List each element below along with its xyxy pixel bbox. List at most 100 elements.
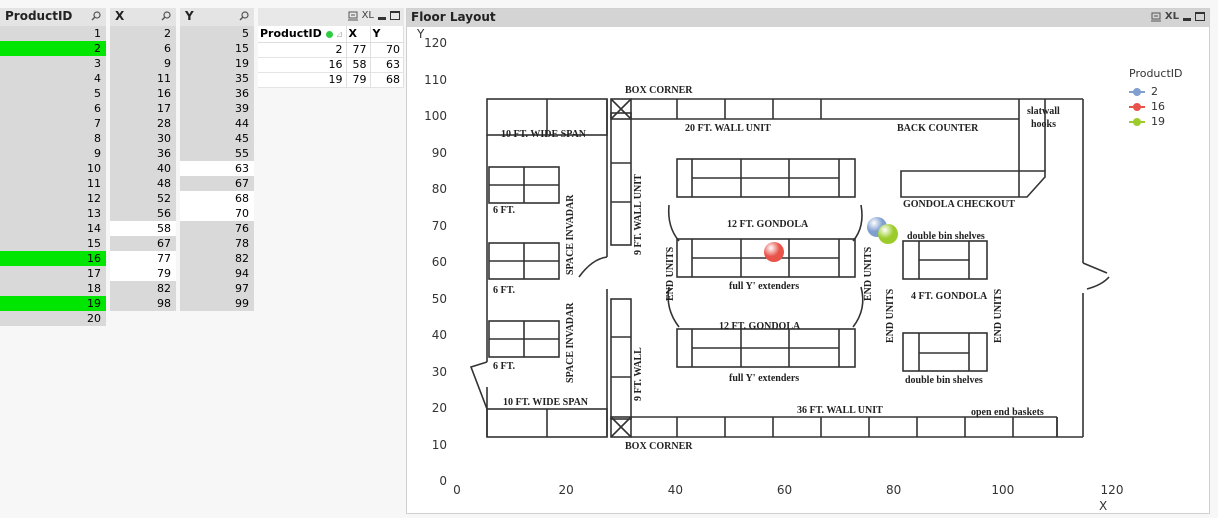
listbox-item[interactable]: 35 <box>180 71 254 86</box>
listbox-item[interactable]: 11 <box>110 71 176 86</box>
print-icon[interactable] <box>1150 12 1161 22</box>
listbox-item[interactable]: 77 <box>110 251 176 266</box>
listbox-item[interactable]: 58 <box>110 221 176 236</box>
listbox-item[interactable]: 63 <box>180 161 254 176</box>
listbox-item[interactable]: 19 <box>0 296 106 311</box>
listbox-item[interactable]: 2 <box>110 26 176 41</box>
y-tick-label: 100 <box>424 109 447 123</box>
search-icon[interactable] <box>91 11 101 21</box>
legend-item[interactable]: 19 <box>1129 114 1182 129</box>
listbox-item[interactable]: 1 <box>0 26 106 41</box>
listbox-item[interactable]: 48 <box>110 176 176 191</box>
listbox-item[interactable]: 82 <box>180 251 254 266</box>
listbox-item[interactable]: 20 <box>0 311 106 326</box>
listbox-item[interactable]: 70 <box>180 206 254 221</box>
listbox-item[interactable]: 67 <box>110 236 176 251</box>
legend-item[interactable]: 2 <box>1129 84 1182 99</box>
listbox-item[interactable]: 45 <box>180 131 254 146</box>
listbox-item[interactable]: 99 <box>180 296 254 311</box>
listbox-item[interactable]: 44 <box>180 116 254 131</box>
listbox-item[interactable]: 78 <box>180 236 254 251</box>
excel-icon[interactable]: XL <box>361 10 374 21</box>
listbox-item[interactable]: 94 <box>180 266 254 281</box>
listbox-item[interactable]: 15 <box>180 41 254 56</box>
listbox-item[interactable]: 19 <box>180 56 254 71</box>
listbox-item[interactable]: 36 <box>110 146 176 161</box>
legend-item[interactable]: 16 <box>1129 99 1182 114</box>
listbox-item[interactable]: 36 <box>180 86 254 101</box>
listbox-item[interactable]: 40 <box>110 161 176 176</box>
listbox-item[interactable]: 30 <box>110 131 176 146</box>
listbox-item[interactable]: 10 <box>0 161 106 176</box>
listbox-item[interactable]: 79 <box>110 266 176 281</box>
y-tick-label: 40 <box>431 328 447 342</box>
label-9ft-wall: 9 FT. WALL <box>633 347 644 401</box>
column-header-y[interactable]: Y <box>370 26 404 43</box>
listbox-item[interactable]: 17 <box>110 101 176 116</box>
minimize-icon[interactable] <box>378 16 386 20</box>
listbox-item[interactable]: 67 <box>180 176 254 191</box>
y-tick-label: 0 <box>439 474 447 488</box>
legend-marker-icon <box>1129 102 1145 111</box>
excel-icon[interactable]: XL <box>1164 11 1179 22</box>
label-box-corner-top: BOX CORNER <box>625 85 693 96</box>
listbox-item[interactable]: 39 <box>180 101 254 116</box>
label-back-counter: BACK COUNTER <box>897 123 979 134</box>
listbox-item[interactable]: 18 <box>0 281 106 296</box>
listbox-item[interactable]: 9 <box>0 146 106 161</box>
print-icon[interactable] <box>347 11 358 21</box>
listbox-item[interactable]: 7 <box>0 116 106 131</box>
listbox-item[interactable]: 68 <box>180 191 254 206</box>
listbox-item[interactable]: 16 <box>110 86 176 101</box>
listbox-item[interactable]: 14 <box>0 221 106 236</box>
column-header-productid[interactable]: ProductID ⊿ <box>258 26 347 43</box>
chart-title: Floor Layout <box>411 10 496 24</box>
listbox-item[interactable]: 12 <box>0 191 106 206</box>
data-point-16[interactable] <box>763 242 784 263</box>
label-36ft-wall-unit: 36 FT. WALL UNIT <box>797 405 883 416</box>
data-point-19[interactable] <box>878 223 899 244</box>
x-tick-label: 0 <box>453 483 461 497</box>
listbox-item[interactable]: 5 <box>0 86 106 101</box>
listbox-item[interactable]: 13 <box>0 206 106 221</box>
listbox-item[interactable]: 76 <box>180 221 254 236</box>
minimize-icon[interactable] <box>1183 17 1191 21</box>
maximize-icon[interactable] <box>1195 12 1205 21</box>
search-icon[interactable] <box>161 11 171 21</box>
listbox-item[interactable]: 4 <box>0 71 106 86</box>
listbox-item[interactable]: 5 <box>180 26 254 41</box>
listbox-item[interactable]: 17 <box>0 266 106 281</box>
listbox-item[interactable]: 28 <box>110 116 176 131</box>
listbox-title: ProductID <box>5 9 73 23</box>
listbox-item[interactable]: 11 <box>0 176 106 191</box>
column-header-x[interactable]: X <box>346 26 371 43</box>
listbox-item[interactable]: 15 <box>0 236 106 251</box>
listbox-item[interactable]: 9 <box>110 56 176 71</box>
listbox-item[interactable]: 16 <box>0 251 106 266</box>
listbox-item[interactable]: 55 <box>180 146 254 161</box>
listbox-item[interactable]: 6 <box>0 101 106 116</box>
y-tick-label: 90 <box>431 145 447 160</box>
search-icon[interactable] <box>239 11 249 21</box>
listbox-item[interactable]: 8 <box>0 131 106 146</box>
listbox-item[interactable]: 98 <box>110 296 176 311</box>
listbox-item[interactable]: 97 <box>180 281 254 296</box>
listbox-title: Y <box>185 9 194 23</box>
listbox-item[interactable]: 52 <box>110 191 176 206</box>
listbox-item[interactable]: 2 <box>0 41 106 56</box>
legend-label: 16 <box>1151 100 1165 113</box>
maximize-icon[interactable] <box>390 11 400 20</box>
listbox-item[interactable]: 56 <box>110 206 176 221</box>
label-9ft-wall-unit: 9 FT. WALL UNIT <box>633 174 644 255</box>
listbox-item[interactable]: 6 <box>110 41 176 56</box>
listbox-item[interactable]: 3 <box>0 56 106 71</box>
listbox-item[interactable]: 82 <box>110 281 176 296</box>
